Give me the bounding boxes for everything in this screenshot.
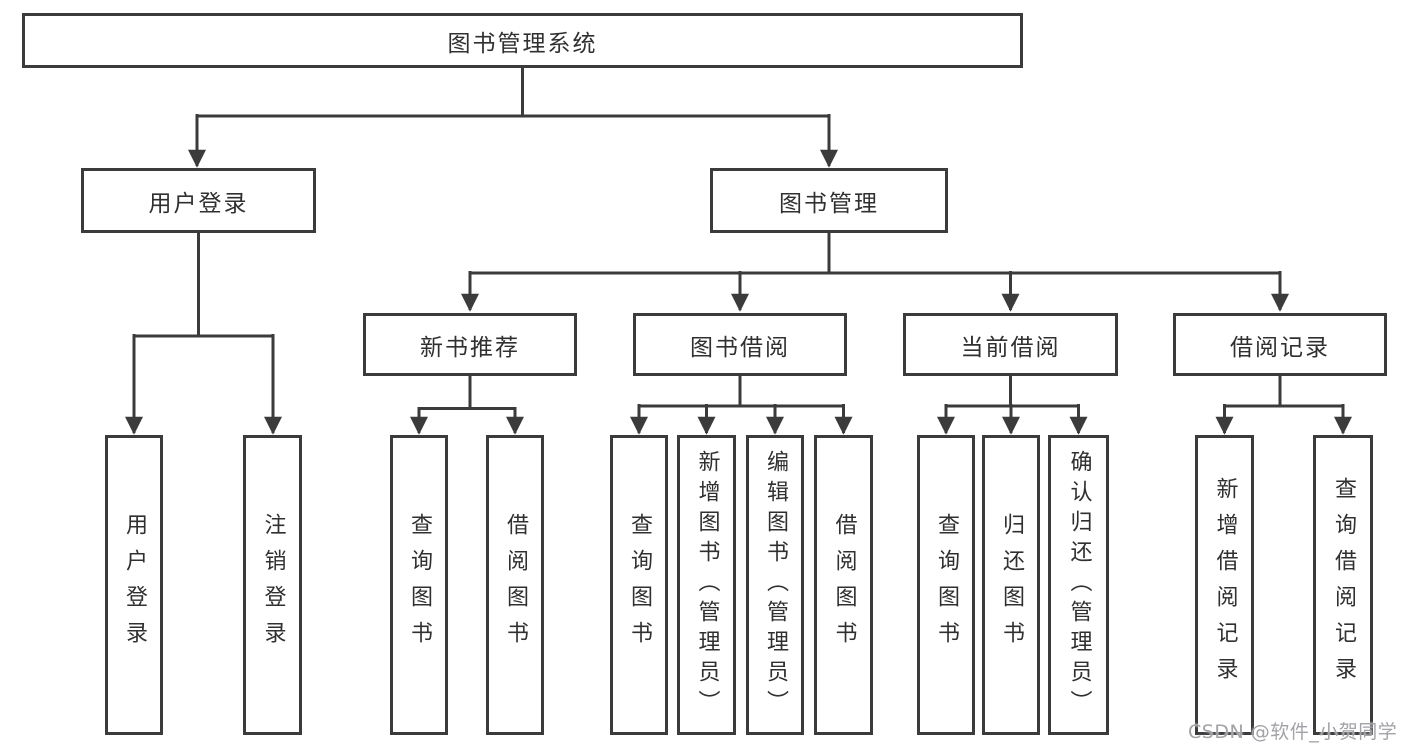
node-leaf-query-books-current-label: 查询图书: [934, 513, 959, 657]
node-leaf-query-books-borrow-label: 查询图书: [627, 513, 652, 657]
node-borrow-records: 借阅记录: [1173, 313, 1387, 376]
node-leaf-logout: 注销登录: [243, 435, 302, 735]
edge-recommend-trunk: [419, 376, 515, 410]
connector-group: [125, 68, 1352, 435]
node-leaf-borrow-books-recommend: 借阅图书: [486, 435, 544, 735]
node-leaf-borrow-books-label: 借阅图书: [831, 513, 857, 657]
node-book-borrow-label: 图书借阅: [690, 334, 790, 361]
edge-current-trunk: [946, 376, 1079, 408]
node-leaf-query-books-borrow: 查询图书: [610, 435, 668, 735]
node-user-login: 用户登录: [81, 168, 316, 233]
node-book-borrow: 图书借阅: [633, 313, 847, 376]
edge-bookmgmt-trunk: [470, 233, 1280, 275]
node-user-login-label: 用户登录: [148, 190, 249, 217]
node-leaf-user-login-label: 用户登录: [122, 513, 147, 657]
node-leaf-logout-label: 注销登录: [260, 513, 286, 657]
node-current-borrow: 当前借阅: [903, 313, 1118, 376]
node-leaf-confirm-return-admin-label: 确认归还（管理员）: [1066, 450, 1092, 720]
csdn-watermark: CSDN @软件_小贺同学: [1188, 721, 1398, 743]
node-book-management: 图书管理: [710, 168, 948, 233]
node-leaf-return-books-label: 归还图书: [999, 513, 1024, 657]
edge-records-trunk: [1224, 376, 1343, 408]
node-leaf-query-books-recommend-label: 查询图书: [407, 513, 432, 657]
node-new-book-recommend-label: 新书推荐: [420, 334, 520, 361]
edge-borrow-trunk: [639, 376, 844, 408]
node-leaf-add-borrow-record: 新增借阅记录: [1195, 435, 1254, 735]
node-leaf-add-book-admin: 新增图书（管理员）: [677, 435, 736, 735]
node-leaf-edit-book-admin-label: 编辑图书（管理员）: [763, 450, 788, 720]
edge-userlogin-trunk: [134, 233, 273, 338]
node-leaf-borrow-books: 借阅图书: [814, 435, 873, 735]
node-leaf-user-login: 用户登录: [105, 435, 163, 735]
node-leaf-query-borrow-record-label: 查询借阅记录: [1331, 477, 1356, 693]
node-leaf-query-books-current: 查询图书: [917, 435, 975, 735]
node-borrow-records-label: 借阅记录: [1230, 334, 1330, 361]
node-leaf-add-book-admin-label: 新增图书（管理员）: [694, 450, 720, 720]
edge-root-trunk: [197, 68, 829, 118]
node-leaf-query-books-recommend: 查询图书: [390, 435, 448, 735]
node-current-borrow-label: 当前借阅: [960, 334, 1061, 361]
node-leaf-add-borrow-record-label: 新增借阅记录: [1212, 477, 1238, 693]
node-leaf-query-borrow-record: 查询借阅记录: [1313, 435, 1373, 735]
node-leaf-edit-book-admin: 编辑图书（管理员）: [746, 435, 804, 735]
node-root-label: 图书管理系统: [447, 30, 598, 57]
node-root: 图书管理系统: [22, 13, 1023, 68]
node-leaf-confirm-return-admin: 确认归还（管理员）: [1048, 435, 1109, 735]
node-leaf-return-books: 归还图书: [982, 435, 1040, 735]
node-new-book-recommend: 新书推荐: [363, 313, 577, 376]
node-book-management-label: 图书管理: [779, 190, 879, 217]
node-leaf-borrow-books-recommend-label: 借阅图书: [503, 513, 528, 657]
